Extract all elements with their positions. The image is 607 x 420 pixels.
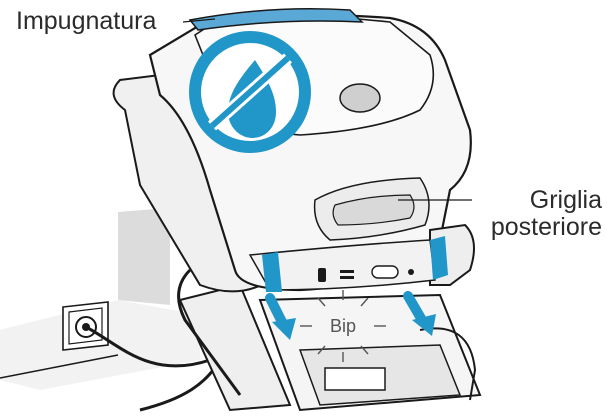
rear-grille-label-line2: posteriore [478,214,602,241]
no-water-icon [195,37,305,147]
wall-outlet [63,302,108,350]
rear-grille-label-line1: Griglia [478,187,602,214]
beep-label: Bip [318,316,368,337]
rear-grille-label: Griglia posteriore [478,187,602,241]
handle-label: Impugnatura [16,8,156,35]
